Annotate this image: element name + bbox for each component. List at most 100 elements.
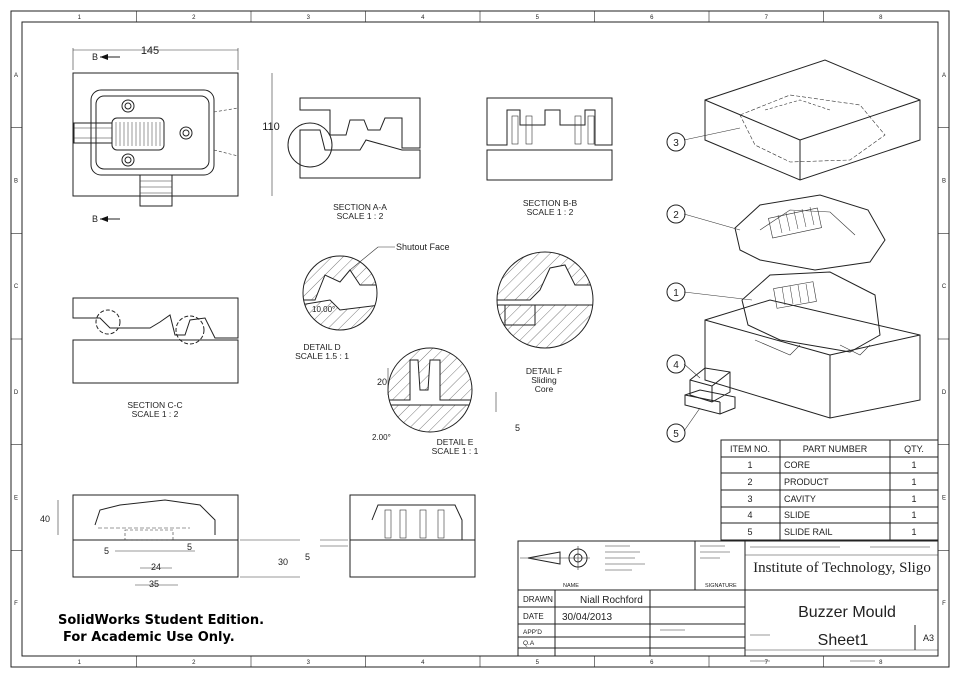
detail-e-title: DETAIL E (437, 437, 474, 447)
zone-row-D-left: D (14, 390, 19, 396)
name-label: NAME (563, 583, 579, 589)
bom-row-3-item: 3 (747, 494, 752, 504)
bom-row-1-qty: 1 (911, 460, 916, 470)
side-dim-gap: 5 (305, 552, 310, 562)
balloon-1: 1 (673, 288, 679, 299)
appvd-label: APP'D (523, 629, 542, 636)
zone-col-4-top: 4 (421, 15, 425, 21)
dim-width: 145 (141, 45, 159, 57)
detail-f: DETAIL F Sliding Core (496, 251, 594, 394)
date-label: DATE (523, 612, 544, 621)
front-dim-inner: 24 (151, 562, 161, 572)
drawn-date: 30/04/2013 (562, 612, 612, 623)
detail-f-line2: Sliding (531, 375, 557, 385)
student-watermark: SolidWorks Student Edition. For Academic… (58, 613, 264, 645)
drawn-label: DRAWN (523, 595, 553, 604)
section-aa-title: SECTION A-A (333, 202, 387, 212)
zone-col-6-top: 6 (650, 15, 654, 21)
bom-row-5-part: SLIDE RAIL (784, 527, 833, 537)
bom-row-4-part: SLIDE (784, 510, 810, 520)
zone-col-3-top: 3 (307, 15, 311, 21)
detail-d-scale: SCALE 1.5 : 1 (295, 351, 349, 361)
zone-col-5-bottom: 5 (536, 660, 540, 666)
section-aa: SECTION A-A SCALE 1 : 2 (287, 97, 421, 221)
balloon-2: 2 (673, 210, 679, 221)
zone-col-7-bottom: 7 (765, 660, 769, 666)
detail-e-gap: 5 (515, 423, 520, 433)
bom-header-item: ITEM NO. (730, 444, 770, 454)
zone-col-1-top: 1 (78, 15, 82, 21)
zone-col-7-top: 7 (765, 15, 769, 21)
detail-d-angle: 10.00° (312, 305, 335, 314)
zone-col-2-top: 2 (192, 15, 196, 21)
sheet-name: Sheet1 (818, 632, 869, 649)
zone-row-C-left: C (14, 284, 19, 290)
section-bb-title: SECTION B-B (523, 198, 578, 208)
section-bb: SECTION B-B SCALE 1 : 2 (486, 97, 613, 217)
zone-col-2-bottom: 2 (192, 660, 196, 666)
balloon-5: 5 (673, 429, 679, 440)
balloon-4: 4 (673, 360, 679, 371)
zone-row-E-left: E (14, 496, 18, 502)
zone-row-D-right: D (942, 390, 947, 396)
bom-row-2-qty: 1 (911, 477, 916, 487)
detail-d-callout: Shutout Face (396, 242, 450, 252)
detail-e-scale: SCALE 1 : 1 (432, 446, 479, 456)
bom-table: ITEM NO. PART NUMBER QTY. 1 CORE 1 2 PRO… (720, 439, 939, 541)
zone-col-8-bottom: 8 (879, 660, 883, 666)
front-dim-base: 35 (149, 579, 159, 589)
top-view: 145 110 B B (72, 45, 280, 224)
institute-name: Institute of Technology, Sligo (753, 560, 931, 576)
zone-row-A-left: A (14, 73, 18, 79)
front-view: 40 5 5 24 35 30 (40, 494, 300, 589)
detail-d-title: DETAIL D (303, 342, 340, 352)
zone-row-F-right: F (942, 601, 946, 607)
drawn-by: Niall Rochford (580, 595, 643, 606)
zone-col-4-bottom: 4 (421, 660, 425, 666)
detail-e-height: 20 (377, 377, 387, 387)
balloon-3: 3 (673, 138, 679, 149)
side-view: 5 (305, 494, 476, 578)
bom-header-qty: QTY. (904, 444, 924, 454)
zone-col-5-top: 5 (536, 15, 540, 21)
signature-label: SIGNATURE (705, 583, 737, 589)
front-dim-height: 40 (40, 514, 50, 524)
bom-row-3-qty: 1 (911, 494, 916, 504)
front-dim-right: 5 (187, 542, 192, 552)
title-block: NAME SIGNATURE Institute of Technology, … (517, 540, 939, 662)
bom-header-part: PART NUMBER (803, 444, 868, 454)
zone-row-B-left: B (14, 179, 18, 185)
bom-row-4-item: 4 (747, 510, 752, 520)
section-bb-scale: SCALE 1 : 2 (527, 207, 574, 217)
section-marker-bottom: B (92, 214, 98, 224)
section-cc-scale: SCALE 1 : 2 (132, 409, 179, 419)
bom-row-5-qty: 1 (911, 527, 916, 537)
zone-col-1-bottom: 1 (78, 660, 82, 666)
bom-row-4-qty: 1 (911, 510, 916, 520)
sheet-size: A3 (923, 633, 934, 643)
section-cc: SECTION C-C SCALE 1 : 2 (72, 297, 239, 419)
detail-e-angle: 2.00° (372, 433, 391, 442)
isometric-exploded-view (683, 59, 921, 432)
section-marker-top: B (92, 52, 98, 62)
bom-row-3-part: CAVITY (784, 494, 816, 504)
zone-row-E-right: E (942, 496, 946, 502)
dim-height: 110 (262, 121, 280, 133)
bom-row-2-item: 2 (747, 477, 752, 487)
drawing-title: Buzzer Mould (798, 604, 896, 621)
detail-f-title: DETAIL F (526, 366, 562, 376)
bom-row-2-part: PRODUCT (784, 477, 829, 487)
zone-col-6-bottom: 6 (650, 660, 654, 666)
detail-f-line3: Core (535, 384, 554, 394)
zone-row-F-left: F (14, 601, 18, 607)
bom-row-5-item: 5 (747, 527, 752, 537)
detail-e: 20 5 2.00° DETAIL E SCALE 1 : 1 (372, 347, 520, 456)
bom-row-1-part: CORE (784, 460, 810, 470)
qa-label: Q.A (523, 640, 535, 647)
section-aa-scale: SCALE 1 : 2 (337, 211, 384, 221)
zone-row-A-right: A (942, 73, 946, 79)
detail-d: Shutout Face 10.00° DETAIL D SCALE 1.5 :… (295, 242, 449, 361)
zone-row-B-right: B (942, 179, 946, 185)
